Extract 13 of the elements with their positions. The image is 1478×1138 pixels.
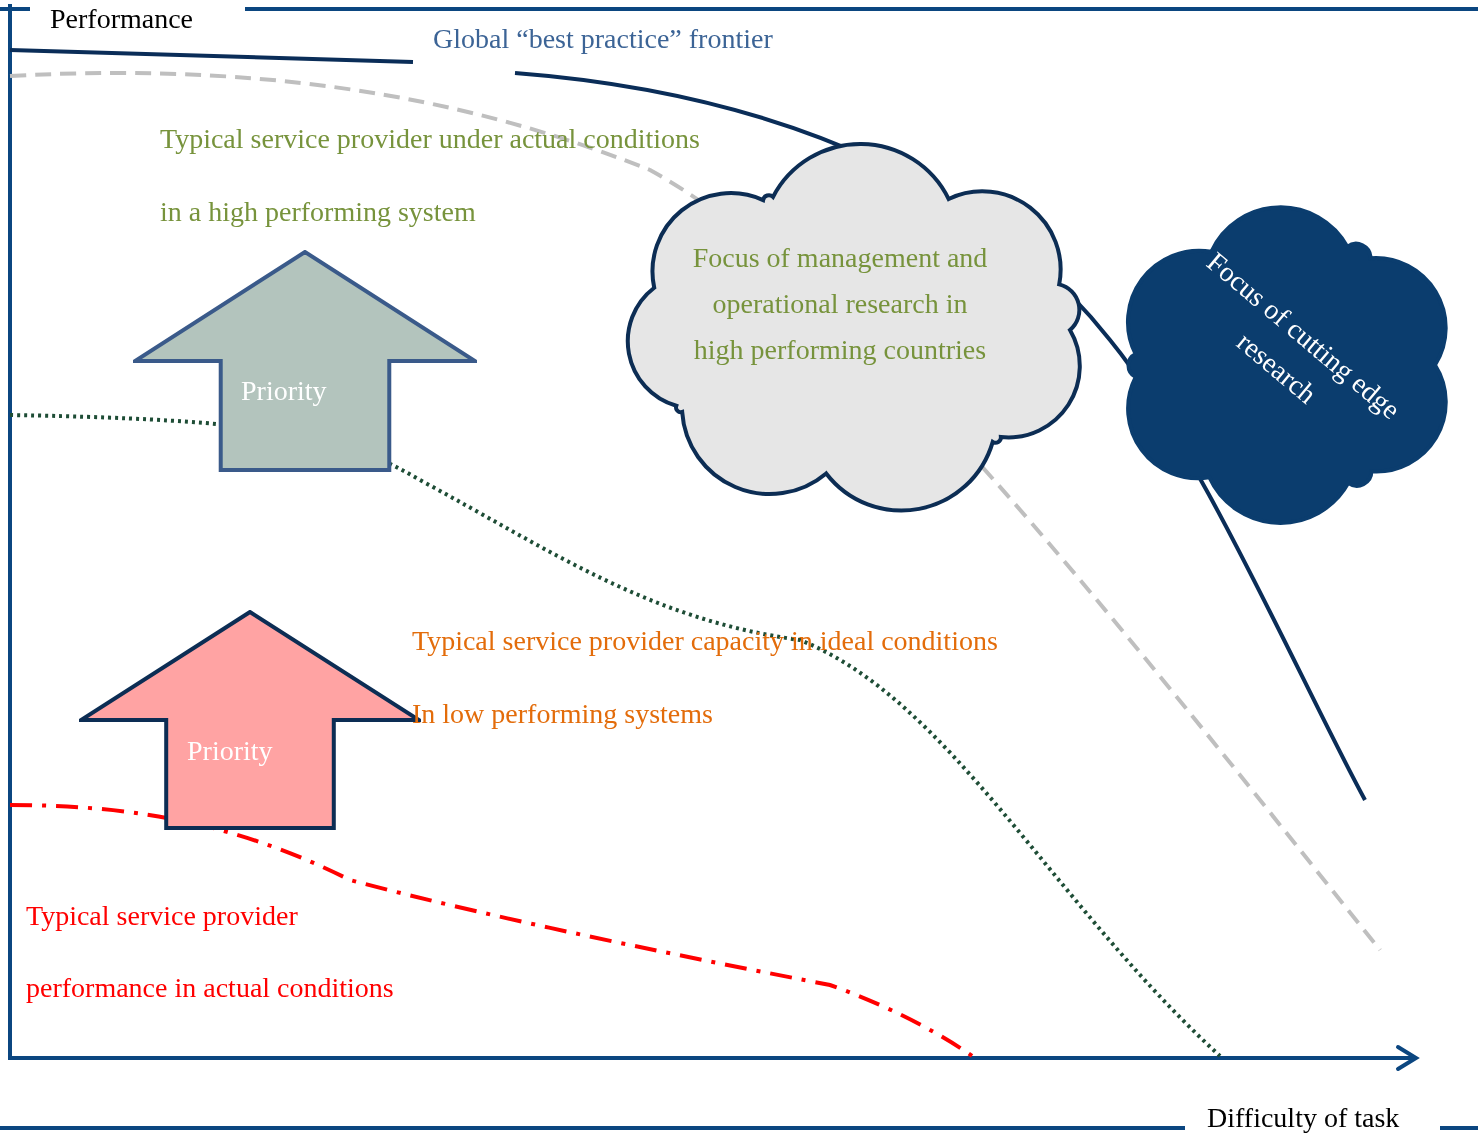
curve-label: Typical service provider	[26, 899, 298, 933]
priority-label: Priority	[187, 734, 273, 768]
up-arrow-shape	[133, 250, 477, 472]
axis-title: Difficulty of task	[1207, 1101, 1400, 1135]
curve-label: performance in actual conditions	[26, 971, 394, 1005]
curve-label: in a high performing system	[160, 195, 476, 229]
cloud-text: Focus of management and operational research in high performing countries	[691, 241, 989, 367]
curve-label: Typical service provider capacity in ideal conditions	[412, 624, 998, 658]
curve-label: Global “best practice” frontier	[433, 22, 773, 56]
priority-label: Priority	[241, 374, 327, 408]
axis-title: Performance	[50, 2, 194, 36]
curve-label: In low performing systems	[412, 697, 713, 731]
curve-label: Typical service provider under actual conditions	[160, 122, 700, 156]
